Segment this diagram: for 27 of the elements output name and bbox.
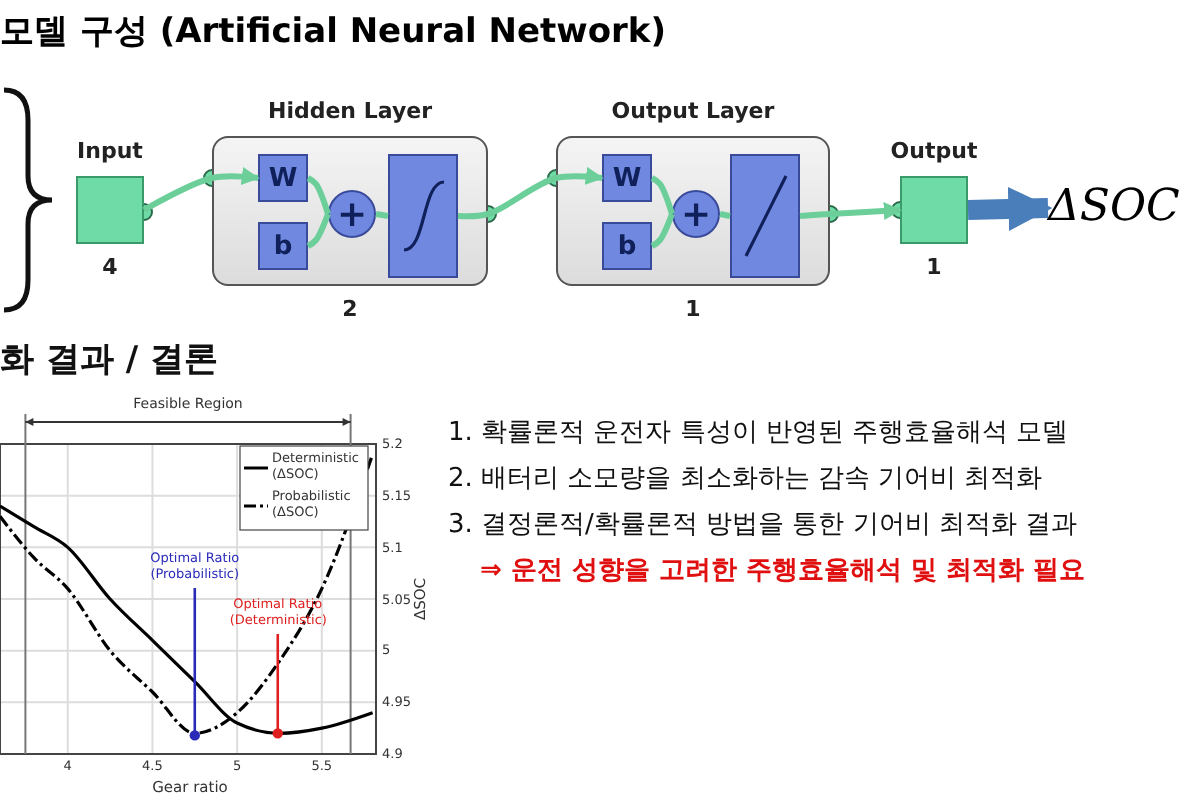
connector-arrow [457,167,604,220]
size-number: 1 [683,296,703,322]
conclusion-text: ⇒ 운전 성향을 고려한 주행효율해석 및 최적화 필요 [480,554,1086,588]
list-item: 3. 결정론적/확률론적 방법을 통한 기어비 최적화 결과 [448,508,1078,542]
parameter-block: W [258,154,308,202]
layer-heading: Hidden Layer [266,98,434,124]
output-variable-label: ΔSOC [1048,164,1196,252]
sum-node: + [328,190,376,238]
connector-arrow [799,201,902,220]
section-heading: 화 결과 / 결론 [0,338,218,382]
block-arrow [967,187,1053,231]
slide-title: 모델 구성 (Artificial Neural Network) [0,10,667,54]
size-number: 4 [100,254,120,280]
size-number: 1 [924,254,944,280]
parameter-block: W [602,154,652,202]
list-item: 2. 배터리 소모량을 최소화하는 감속 기어비 최적화 [448,462,1043,496]
layer-heading: Input [75,138,145,164]
connector-arrow [142,167,260,213]
parameter-block: b [258,222,308,270]
layer-heading: Output [888,138,980,164]
activation-block [388,154,458,278]
size-number: 2 [340,296,360,322]
sum-node: + [672,190,720,238]
activation-block [730,154,800,278]
list-item: 1. 확률론적 운전자 특성이 반영된 주행효율해석 모델 [448,416,1069,450]
parameter-block: b [602,222,652,270]
layer-heading: Output Layer [609,98,777,124]
